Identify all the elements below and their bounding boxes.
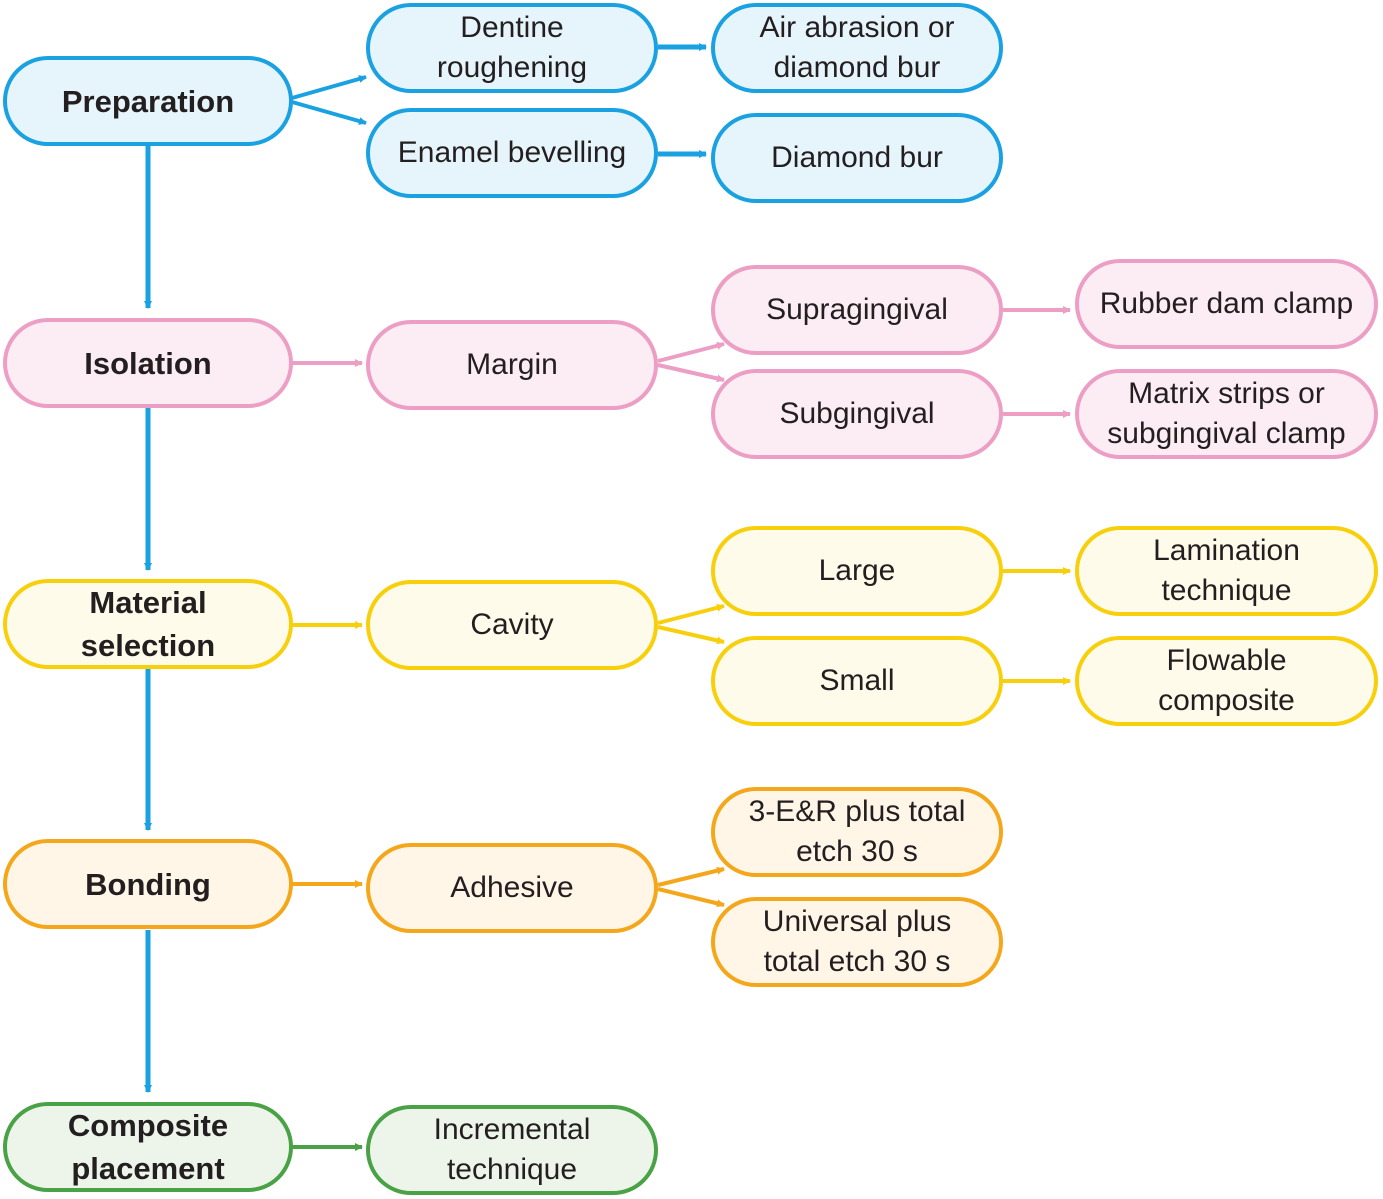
node-small: Small: [711, 636, 1003, 726]
arrow-adhesive-to-3er: [657, 866, 725, 887]
node-dentine-roughening: Dentine roughening: [366, 3, 658, 93]
arrow-cavity-to-large: [657, 603, 725, 625]
node-air-abrasion: Air abrasion or diamond bur: [711, 3, 1003, 93]
arrow-margin-to-supra: [657, 341, 725, 363]
arrow-cavity-to-small: [657, 625, 725, 645]
node-lamination-technique: Lamination technique: [1075, 526, 1378, 616]
node-supragingival: Supragingival: [711, 265, 1003, 355]
node-subgingival: Subgingival: [711, 369, 1003, 459]
step-bonding: Bonding: [3, 839, 293, 929]
node-cavity: Cavity: [366, 580, 658, 670]
arrow-margin-to-sub: [657, 363, 725, 383]
node-diamond-bur: Diamond bur: [711, 113, 1003, 203]
step-composite-placement: Composite placement: [3, 1102, 293, 1192]
node-adhesive: Adhesive: [366, 843, 658, 933]
step-preparation: Preparation: [3, 56, 293, 146]
node-margin: Margin: [366, 320, 658, 410]
node-flowable-composite: Flowable composite: [1075, 636, 1378, 726]
step-material-selection: Material selection: [3, 579, 293, 669]
step-isolation: Isolation: [3, 318, 293, 408]
node-matrix-strips: Matrix strips or subgingival clamp: [1075, 369, 1378, 459]
node-incremental-technique: Incremental technique: [366, 1105, 658, 1195]
arrow-adhesive-to-universal: [657, 887, 725, 908]
arrow-prep-to-dentine: [291, 75, 367, 100]
node-universal-total-etch: Universal plus total etch 30 s: [711, 897, 1003, 987]
node-enamel-bevelling: Enamel bevelling: [366, 108, 658, 198]
arrow-prep-to-enamel: [291, 100, 367, 125]
node-3er-total-etch: 3-E&R plus total etch 30 s: [711, 787, 1003, 877]
node-rubber-dam-clamp: Rubber dam clamp: [1075, 259, 1378, 349]
node-large: Large: [711, 526, 1003, 616]
